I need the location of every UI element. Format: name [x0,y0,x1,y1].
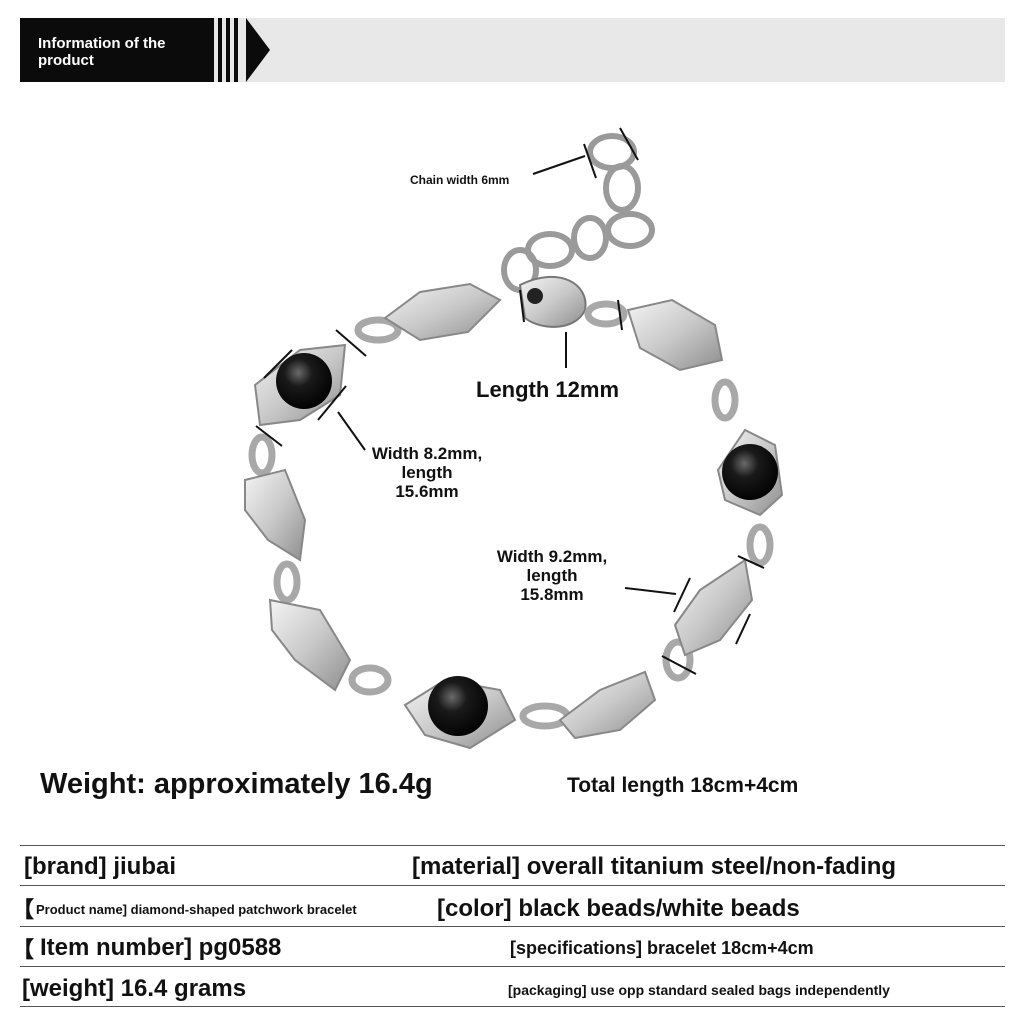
color-spec: [color] black beads/white beads [437,895,800,922]
brand-spec: [brand] jiubai [24,853,176,880]
bracelet-image [244,127,784,750]
plain-links [244,282,754,740]
chain-width-label: Chain width 6mm [410,173,510,187]
product-name-spec: Product name] diamond-shaped patchwork b… [36,902,357,917]
bead-links [253,343,784,750]
bead-link-length: length [401,463,453,482]
plain-link-width: Width 9.2mm, [496,547,608,566]
measurement-lines [255,127,765,675]
plain-link-dimensions: Width 9.2mm, length 15.8mm [486,547,618,604]
extension-chain [501,133,655,293]
bead-link-dimensions: Width 8.2mm, length 15.6mm [360,444,494,501]
divider [20,885,1005,886]
plain-link-length-value: 15.8mm [520,585,584,604]
plain-link-length: length [526,566,578,585]
clasp-length-label: Length 12mm [476,377,620,402]
divider [20,966,1005,967]
divider [20,845,1005,846]
header-stripes-arrow-icon [210,18,270,82]
total-length-summary: Total length 18cm+4cm [567,774,799,797]
bead-link-length-value: 15.6mm [395,482,459,501]
material-spec: [material] overall titanium steel/non-fa… [412,853,897,880]
divider [20,926,1005,927]
bracket-mark: 【 [12,937,35,962]
divider [20,1006,1005,1007]
bead-link-width: Width 8.2mm, [371,444,483,463]
bracket-mark: 【 [12,897,35,922]
specifications-spec: [specifications] bracelet 18cm+4cm [510,938,814,958]
packaging-spec: [packaging] use opp standard sealed bags… [508,982,890,998]
item-number-spec: Item number] pg0588 [40,934,282,961]
header-tag: Information of the product [20,18,210,82]
weight-spec: [weight] 16.4 grams [22,975,247,1002]
header-title: Information of the product [38,35,166,69]
jump-rings [248,300,774,730]
weight-summary: Weight: approximately 16.4g [40,768,433,800]
header-bar: Information of the product [20,18,1005,82]
